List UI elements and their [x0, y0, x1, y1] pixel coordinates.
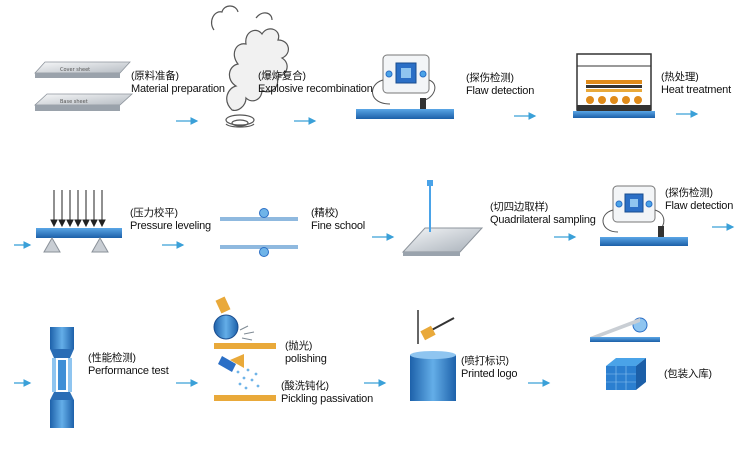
step-label-pressure-leveling: (压力校平) Pressure leveling [130, 207, 211, 233]
step-label-fine-school: (精校) Fine school [311, 207, 365, 233]
step-label-polishing: (抛光) polishing [285, 340, 327, 366]
package-icon [590, 317, 660, 390]
stamp-icon [410, 310, 456, 401]
step-en: Explosive recombination [258, 83, 373, 95]
step-en: Printed logo [461, 368, 518, 380]
step-en: Heat treatment [661, 84, 731, 96]
step-en: Flaw detection [665, 200, 734, 212]
step-en: Flaw detection [466, 85, 535, 97]
step-cn: (切四边取样) [490, 201, 549, 213]
step-en: Material preparation [131, 83, 225, 95]
press-icon [36, 190, 122, 253]
plates-icon: Cover sheet Base sheet [33, 61, 134, 111]
base-sheet-label: Base sheet [60, 99, 88, 105]
rollers-icon [220, 208, 298, 257]
cover-sheet-label: Cover sheet [60, 67, 90, 73]
furnace-icon [573, 53, 655, 118]
step-en: Fine school [311, 220, 366, 232]
step-cn: (热处理) [661, 71, 699, 83]
flaw-detector-icon [356, 54, 454, 119]
step-cn: (包装入库) [664, 368, 712, 380]
step-en: Performance test [88, 365, 169, 377]
step-cn: (探伤检测) [665, 187, 713, 199]
cutting-icon [401, 180, 484, 256]
step-label-quadrilateral-sampling: (切四边取样) Quadrilateral sampling [490, 201, 596, 227]
step-en: polishing [285, 353, 327, 365]
polishing-icon [213, 296, 276, 349]
step-label-flaw-detection-1: (探伤检测) Flaw detection [466, 72, 534, 98]
step-label-explosive-recombination: (爆炸复合) Explosive recombination [258, 70, 373, 96]
step-label-printed-logo: (喷打标识) Printed logo [461, 355, 518, 381]
spray-icon [214, 354, 276, 401]
step-label-performance-test: (性能检测) Performance test [88, 352, 169, 378]
step-cn: (抛光) [285, 340, 313, 352]
step-cn: (压力校平) [130, 207, 178, 219]
step-en: Pickling passivation [281, 393, 373, 405]
step-en: Pressure leveling [130, 220, 211, 232]
step-cn: (性能检测) [88, 352, 136, 364]
step-cn: (探伤检测) [466, 72, 514, 84]
step-en: Quadrilateral sampling [490, 214, 596, 226]
step-cn: (精校) [311, 207, 339, 219]
step-cn: (喷打标识) [461, 355, 509, 367]
step-label-material-preparation: (原料准备) Material preparation [131, 70, 225, 96]
test-machine-icon [50, 327, 74, 428]
step-label-packaging: (包装入库) [664, 368, 712, 381]
flaw-detector-icon [600, 185, 688, 246]
step-cn: (酸洗钝化) [281, 380, 329, 392]
step-label-pickling-passivation: (酸洗钝化) Pickling passivation [281, 380, 373, 406]
step-label-flaw-detection-2: (探伤检测) Flaw detection [665, 187, 733, 213]
step-cn: (爆炸复合) [258, 70, 306, 82]
step-label-heat-treatment: (热处理) Heat treatment [661, 71, 731, 97]
step-cn: (原料准备) [131, 70, 179, 82]
explosion-icon [210, 5, 289, 128]
